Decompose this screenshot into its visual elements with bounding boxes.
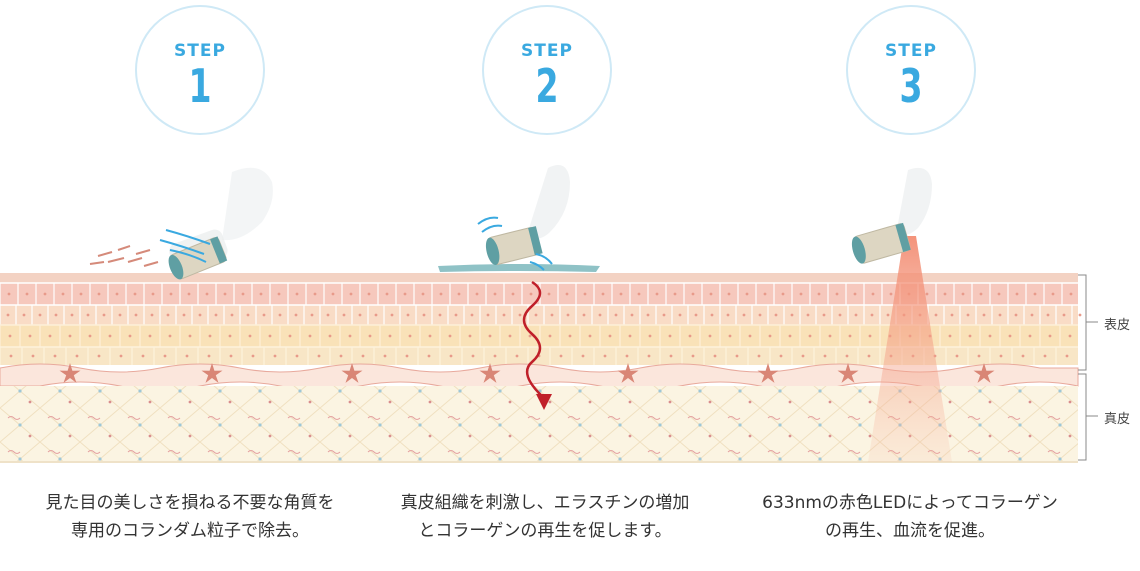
fibroblast-star: [59, 363, 81, 383]
fibroblast-star: [201, 363, 223, 383]
stimulation-arrow: [522, 280, 545, 399]
fibroblast-star: [617, 363, 639, 383]
step-1-badge: STEP 1: [135, 5, 265, 135]
step-2-label: STEP: [521, 41, 573, 61]
step-1-number: 1: [188, 59, 212, 113]
step-3-badge: STEP 3: [846, 5, 976, 135]
fibroblast-star: [973, 363, 995, 383]
epidermis-layers: [0, 273, 1082, 365]
step-2-badge: STEP 2: [482, 5, 612, 135]
fibroblast-cells: [59, 363, 995, 383]
fibroblast-star: [341, 363, 363, 383]
step-3-label: STEP: [885, 41, 937, 61]
step-3-number: 3: [899, 59, 923, 113]
device-step3: [851, 167, 952, 462]
epidermis-label: 表皮: [1104, 318, 1131, 333]
step-2-number: 2: [535, 59, 559, 113]
fibroblast-star: [479, 363, 501, 383]
fibroblast-star: [757, 363, 779, 383]
step-2-description: 真皮組織を刺激し、エラスチンの増加とコラーゲンの再生を促します。: [400, 493, 690, 541]
basal-layer: [0, 363, 1079, 391]
device-step1: [89, 167, 273, 280]
step-1-description: 見た目の美しさを損ねる不要な角質を専用のコランダム粒子で除去。: [45, 493, 335, 541]
step-1-label: STEP: [174, 41, 226, 61]
led-light-beam: [868, 236, 952, 462]
step-3-description: 633nmの赤色LEDによってコラーゲンの再生、血流を促進。: [762, 493, 1058, 541]
epidermis-bracket: [1078, 274, 1098, 371]
fibroblast-star: [837, 363, 859, 383]
device-step2: [438, 165, 600, 410]
dermis-label: 真皮: [1104, 412, 1131, 427]
dermis-bracket: [1078, 373, 1098, 461]
